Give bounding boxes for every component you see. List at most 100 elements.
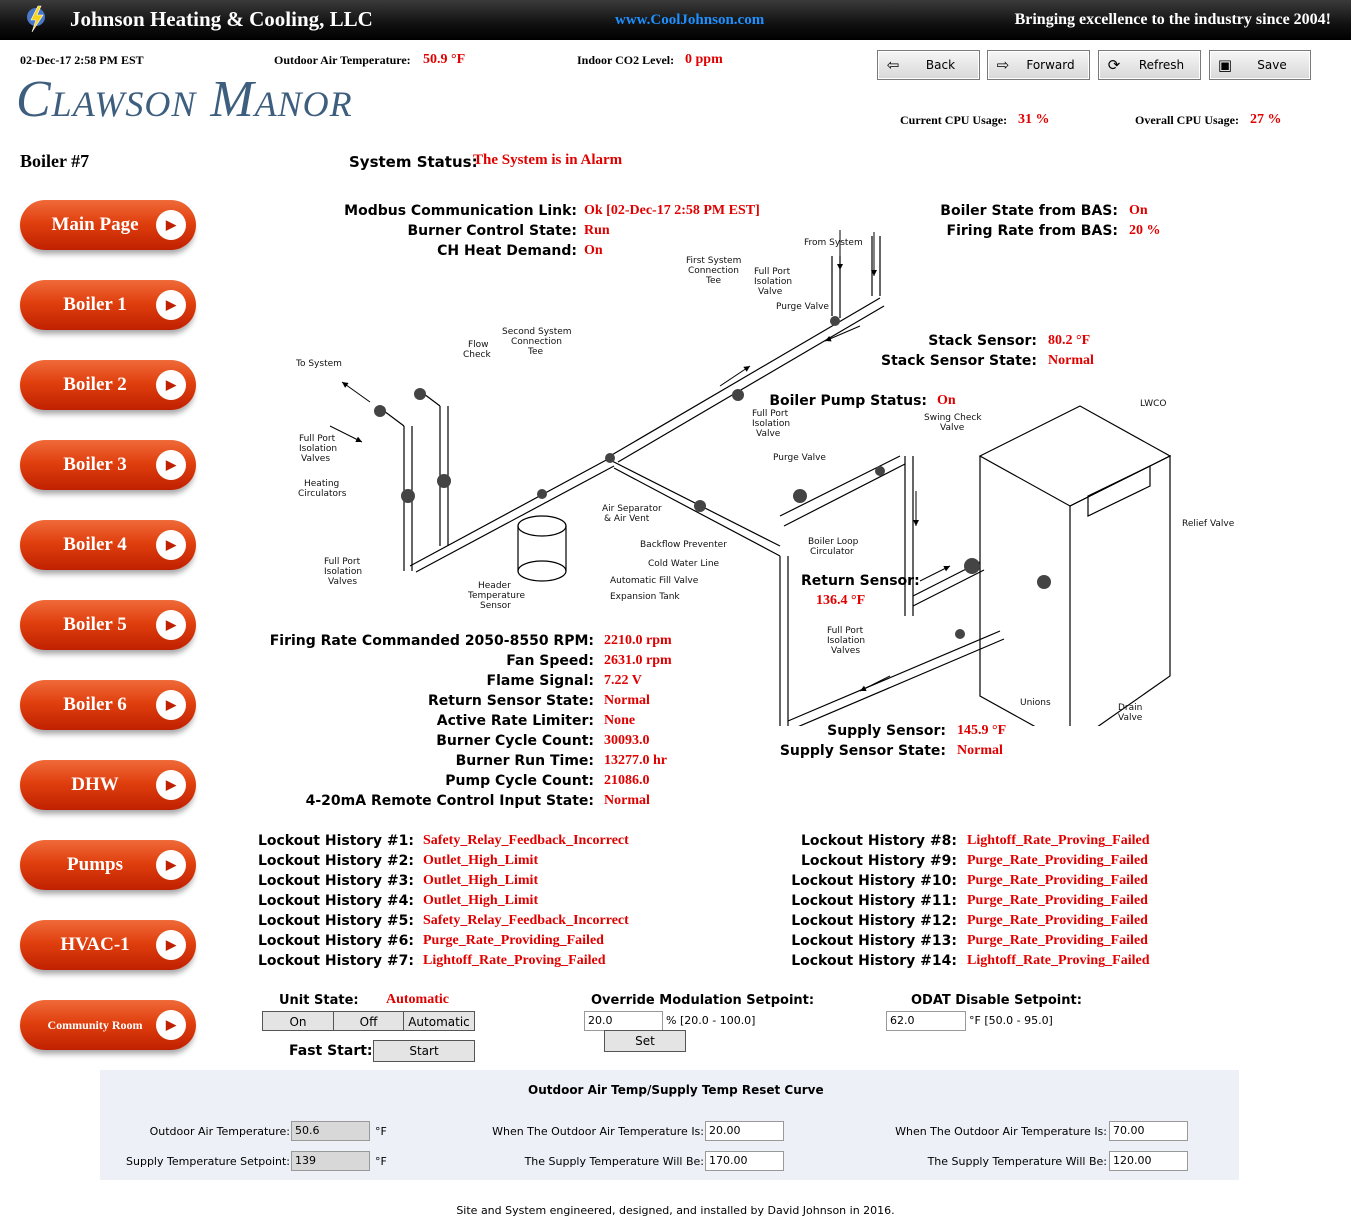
unit-on-button[interactable]: On xyxy=(262,1011,334,1031)
nav-boiler-4[interactable]: Boiler 4▶ xyxy=(20,520,196,570)
override-input[interactable]: 20.0 xyxy=(584,1011,663,1031)
svg-text:LWCO: LWCO xyxy=(1140,399,1166,409)
svg-text:Check: Check xyxy=(463,350,491,360)
svg-text:Valves: Valves xyxy=(831,646,860,656)
metric-value: None xyxy=(604,713,636,728)
top-bar xyxy=(0,0,1351,40)
lockout-value: Purge_Rate_Providing_Failed xyxy=(967,893,1148,908)
fast-start-label: Fast Start: xyxy=(289,1043,373,1059)
svg-text:Isolation: Isolation xyxy=(827,636,865,646)
play-icon: ▶ xyxy=(156,1010,186,1040)
forward-button[interactable]: ⇨Forward xyxy=(987,50,1090,80)
nav-dhw[interactable]: DHW▶ xyxy=(20,760,196,810)
set-button[interactable]: Set xyxy=(604,1030,686,1052)
lockout-value: Lightoff_Rate_Proving_Failed xyxy=(967,953,1150,968)
stack-state-value: Normal xyxy=(1048,353,1094,368)
play-icon: ▶ xyxy=(156,450,186,480)
lockout-value: Safety_Relay_Feedback_Incorrect xyxy=(423,913,629,928)
lockout-label: Lockout History #9: xyxy=(800,853,957,869)
stack-sensor-label: Stack Sensor: xyxy=(928,333,1037,349)
supply1-input[interactable]: 170.00 xyxy=(705,1151,784,1171)
svg-text:Purge Valve: Purge Valve xyxy=(776,302,829,312)
override-range: % [20.0 - 100.0] xyxy=(666,1014,756,1027)
metric-label: Flame Signal: xyxy=(486,673,594,689)
svg-text:Relief Valve: Relief Valve xyxy=(1182,519,1235,529)
svg-text:Unions: Unions xyxy=(1020,698,1051,708)
co2-label: Indoor CO2 Level: xyxy=(577,53,675,67)
nav-boiler-2[interactable]: Boiler 2▶ xyxy=(20,360,196,410)
return-sensor-value: 136.4 °F xyxy=(816,593,866,608)
lockout-value: Lightoff_Rate_Proving_Failed xyxy=(967,833,1150,848)
metric-label: Active Rate Limiter: xyxy=(436,713,594,729)
override-label: Override Modulation Setpoint: xyxy=(591,993,815,1008)
svg-text:Sensor: Sensor xyxy=(480,601,511,611)
svg-text:Tee: Tee xyxy=(705,276,722,286)
nav-boiler-1[interactable]: Boiler 1▶ xyxy=(20,280,196,330)
supply-sensor-label: Supply Sensor: xyxy=(827,723,946,739)
when1-input[interactable]: 20.00 xyxy=(705,1121,784,1141)
svg-text:Valve: Valve xyxy=(756,429,781,439)
odat-input[interactable]: 62.0 xyxy=(886,1011,966,1031)
cpu-current-value: 31 % xyxy=(1018,112,1050,127)
svg-text:Connection: Connection xyxy=(511,337,562,347)
svg-text:Full Port: Full Port xyxy=(754,267,791,277)
lockout-value: Outlet_High_Limit xyxy=(423,873,539,888)
site-url-link[interactable]: www.CoolJohnson.com xyxy=(615,12,765,28)
lockout-value: Purge_Rate_Providing_Failed xyxy=(967,913,1148,928)
svg-text:Valves: Valves xyxy=(328,577,357,587)
nav-community-room[interactable]: Community Room▶ xyxy=(20,1000,196,1050)
odat-label: ODAT Disable Setpoint: xyxy=(911,993,1082,1008)
start-button[interactable]: Start xyxy=(373,1040,475,1062)
when2-input[interactable]: 70.00 xyxy=(1109,1121,1188,1141)
supply-state-label: Supply Sensor State: xyxy=(779,743,946,759)
nav-main-page[interactable]: Main Page▶ xyxy=(20,200,196,250)
svg-text:Expansion Tank: Expansion Tank xyxy=(610,592,680,602)
modbus-label: Modbus Communication Link: xyxy=(344,203,577,219)
lockout-label: Lockout History #1: xyxy=(257,833,414,849)
oat-unit: °F xyxy=(375,1125,387,1138)
save-button[interactable]: ▣Save xyxy=(1209,50,1311,80)
play-icon: ▶ xyxy=(156,770,186,800)
back-button[interactable]: ⇦Back xyxy=(877,50,980,80)
unit-off-button[interactable]: Off xyxy=(333,1011,404,1031)
arrow-right-icon: ⇨ xyxy=(996,56,1010,74)
odat-range: °F [50.0 - 95.0] xyxy=(969,1014,1053,1027)
svg-text:Air Separator: Air Separator xyxy=(602,504,662,514)
svg-text:Drain: Drain xyxy=(1118,703,1142,713)
supply-state-value: Normal xyxy=(957,743,1003,758)
play-icon: ▶ xyxy=(156,370,186,400)
refresh-button[interactable]: ⟳Refresh xyxy=(1098,50,1201,80)
bas-firing-value: 20 % xyxy=(1129,223,1161,238)
play-icon: ▶ xyxy=(156,530,186,560)
lockout-label: Lockout History #14: xyxy=(791,953,957,969)
lockout-value: Purge_Rate_Providing_Failed xyxy=(967,873,1148,888)
bas-firing-label: Firing Rate from BAS: xyxy=(946,223,1118,239)
nav-boiler-3[interactable]: Boiler 3▶ xyxy=(20,440,196,490)
supply2-input[interactable]: 120.00 xyxy=(1109,1151,1188,1171)
modbus-value: Ok [02-Dec-17 2:58 PM EST] xyxy=(584,203,760,218)
nav-boiler-6[interactable]: Boiler 6▶ xyxy=(20,680,196,730)
play-icon: ▶ xyxy=(156,930,186,960)
sts-readonly-field: 139 xyxy=(291,1151,370,1171)
svg-text:& Air Vent: & Air Vent xyxy=(604,514,650,524)
svg-text:Temperature: Temperature xyxy=(467,591,525,601)
cpu-overall-label: Overall CPU Usage: xyxy=(1135,113,1239,127)
svg-text:To System: To System xyxy=(295,359,342,369)
burner-state-label: Burner Control State: xyxy=(407,223,577,239)
nav-pumps[interactable]: Pumps▶ xyxy=(20,840,196,890)
svg-text:Swing Check: Swing Check xyxy=(924,413,982,423)
svg-text:Full Port: Full Port xyxy=(299,434,336,444)
lockout-label: Lockout History #5: xyxy=(257,913,414,929)
metric-value: 21086.0 xyxy=(604,773,650,788)
cpu-current-label: Current CPU Usage: xyxy=(900,113,1008,127)
play-icon: ▶ xyxy=(156,290,186,320)
svg-text:Automatic Fill Valve: Automatic Fill Valve xyxy=(610,576,699,586)
stack-state-label: Stack Sensor State: xyxy=(881,353,1037,369)
svg-text:Header: Header xyxy=(478,581,511,591)
nav-boiler-5[interactable]: Boiler 5▶ xyxy=(20,600,196,650)
supply-sensor-value: 145.9 °F xyxy=(957,723,1007,738)
svg-text:Second System: Second System xyxy=(502,327,572,337)
nav-hvac-1[interactable]: HVAC-1▶ xyxy=(20,920,196,970)
lockout-label: Lockout History #7: xyxy=(257,953,414,969)
unit-automatic-button[interactable]: Automatic xyxy=(403,1011,475,1031)
